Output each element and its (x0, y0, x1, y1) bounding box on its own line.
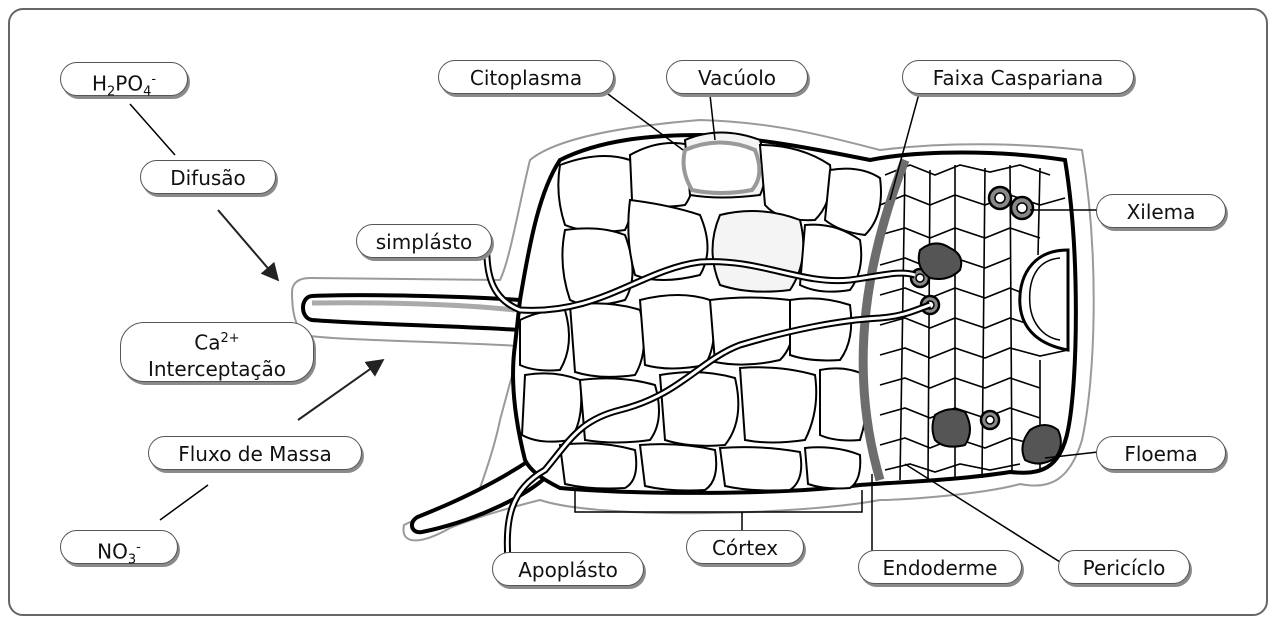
simplasto-label: simplásto (356, 224, 492, 258)
ca-interceptacao-label: Ca2+ Interceptação (120, 322, 314, 382)
xilema-label: Xilema (1096, 194, 1226, 228)
faixa-caspariana-label: Faixa Caspariana (902, 60, 1134, 94)
vacuole-cell (684, 143, 760, 194)
no3-label: NO3- (60, 530, 178, 564)
citoplasma-label: Citoplasma (438, 60, 614, 94)
apoplasto-label: Apoplásto (492, 552, 644, 586)
difusao-arrow (218, 210, 278, 280)
vacuolo-label: Vacúolo (666, 60, 808, 94)
cortex-label: Córtex (686, 530, 804, 564)
difusao-label: Difusão (140, 160, 276, 194)
endoderme-label: Endoderme (858, 550, 1022, 584)
fluxo-de-massa-label: Fluxo de Massa (148, 436, 362, 470)
floema-label: Floema (1096, 436, 1226, 470)
periciclo-label: Pericíclo (1058, 550, 1190, 584)
h2po4-label: H2PO4- (60, 62, 188, 96)
